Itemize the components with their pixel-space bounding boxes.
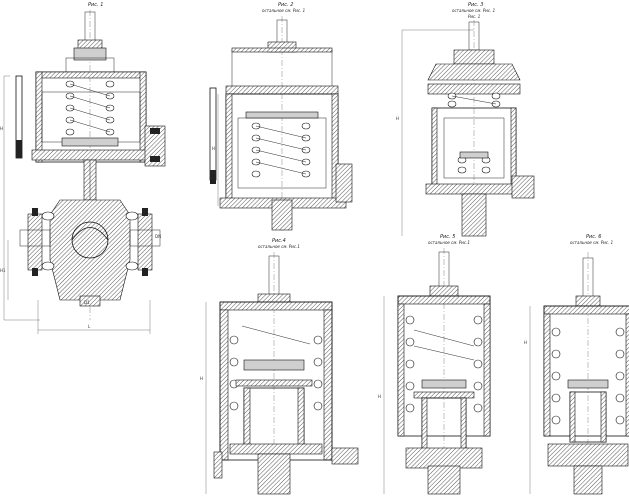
figure-1-width-dimension: L xyxy=(88,324,91,329)
figure-3-note: остальное см. Рис. 1 xyxy=(452,8,495,13)
figure-3-spring xyxy=(447,92,501,108)
figure-1-bottom-dimension: D1 xyxy=(84,300,90,305)
figure-4-note: остальное см. Рис.1 xyxy=(258,244,300,249)
figure-3-title: Рис. 3 xyxy=(468,2,483,8)
figure-2: Рис. 2 остальное см. Рис. 1 H xyxy=(209,2,353,232)
figure-2-spring xyxy=(251,122,311,178)
figure-2-title: Рис. 2 xyxy=(278,2,293,8)
figure-2-note: остальное см. Рис. 1 xyxy=(262,8,305,13)
figure-1-spring xyxy=(65,80,115,136)
figure-2-height-dimension: H xyxy=(212,146,215,151)
figure-5-springs xyxy=(405,315,483,413)
figure-4: Рис.4 остальное см. Рис.1 H xyxy=(200,238,359,495)
figure-5: Рис. 5 остальное см. Рис.1 H xyxy=(378,234,491,495)
figure-6-springs xyxy=(551,327,625,425)
figure-6-title: Рис. 6 xyxy=(586,234,601,240)
figure-4-height-dimension: H xyxy=(200,376,203,381)
figure-3-extra-label: Рис. 1 xyxy=(468,14,480,19)
figure-5-height-dimension: H xyxy=(378,394,381,399)
figure-3: Рис. 3 остальное см. Рис. 1 Рис. 1 H xyxy=(396,2,535,237)
figure-3-inner-spring xyxy=(457,156,491,174)
figure-1-title: Рис. 1 xyxy=(88,2,103,8)
figure-1: Рис. 1 xyxy=(0,2,166,334)
figure-5-note: остальное см. Рис.1 xyxy=(428,240,470,245)
figure-5-title: Рис. 5 xyxy=(440,234,455,240)
figure-1-lower-height-dimension: H1 xyxy=(0,268,6,273)
figure-1-pipe-dimension: DN xyxy=(155,234,161,239)
figure-6-note: остальное см. Рис. 1 xyxy=(570,240,613,245)
figure-3-height-dimension: H xyxy=(396,116,399,121)
figure-1-height-dimension: H xyxy=(0,126,3,131)
figure-4-springs xyxy=(229,325,323,411)
figure-4-title: Рис.4 xyxy=(272,238,286,244)
figure-6: Рис. 6 остальное см. Рис. 1 H xyxy=(524,234,629,495)
figure-6-height-dimension: H xyxy=(524,340,527,345)
